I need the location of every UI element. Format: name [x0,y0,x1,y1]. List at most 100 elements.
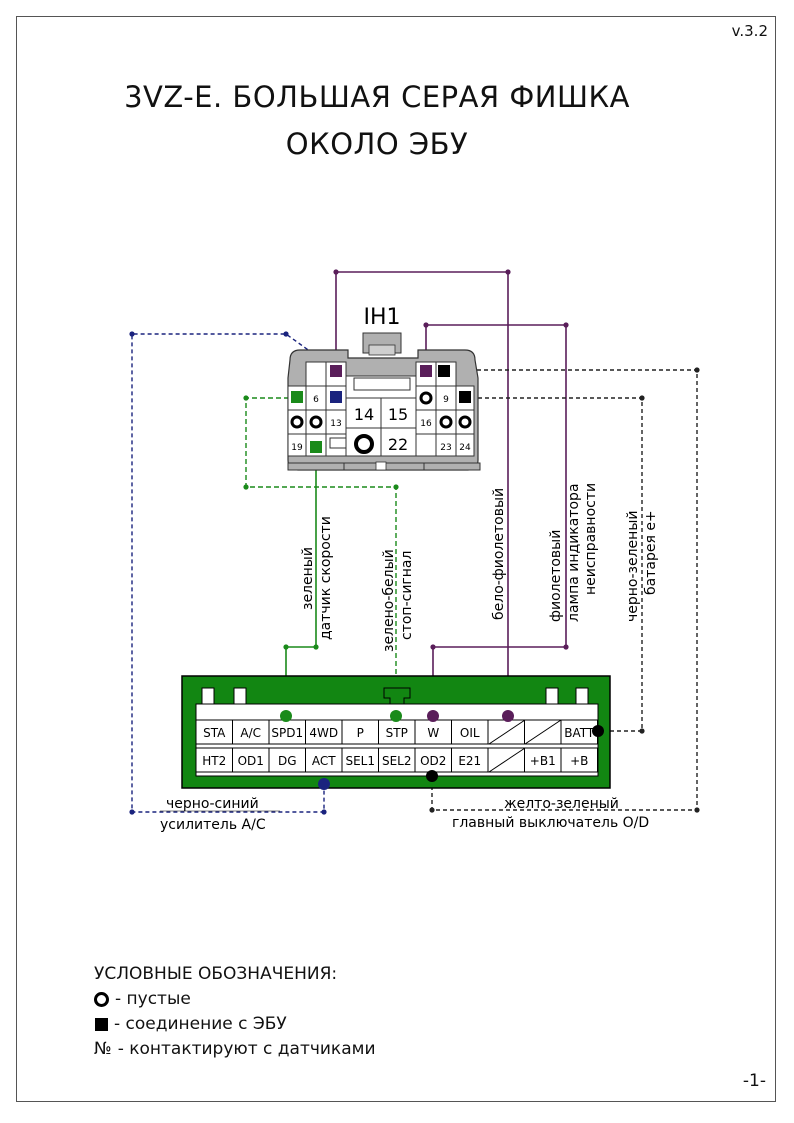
wire-node [563,322,569,328]
wire-node [639,728,645,734]
connector-ih1: IH1 [287,305,481,471]
ecu-pin-label: HT2 [202,754,226,768]
label-green-function: датчик скорости [318,516,334,640]
label-yellow-green-color: желто-зеленый [504,796,619,812]
wire-node [243,395,249,401]
label-green-white-function: стоп-сигнал [399,551,415,640]
pin-num: 15 [388,405,408,424]
ecu-pin-label: +B1 [530,754,556,768]
pin-empty [309,415,323,429]
ecu-dot-spd1 [280,710,292,722]
label-black-green-function: батарея e+ [643,510,659,595]
ecu-pin-cell [341,719,379,745]
label-green-color: зеленый [300,547,316,610]
pin-green-upper [291,391,303,403]
label-yellow-green-function: главный выключатель O/D [452,815,649,831]
page-title-line2: ОКОЛО ЭБУ [285,127,469,161]
ecu-pin-label: E21 [458,754,481,768]
page-frame [16,16,776,1102]
ecu-pin-label: P [357,726,364,740]
label-violet-function1: лампа индикатора [566,483,582,622]
wire-node [283,331,289,337]
ecu-pin-label: SEL2 [382,754,412,768]
pin-num: 14 [354,405,374,424]
pin-num: 24 [459,443,471,453]
ecu-pin-label: SPD1 [271,726,303,740]
pin-navy [330,391,342,403]
ecu-pin-label: SEL1 [345,754,375,768]
wire-node [639,395,645,401]
label-green-white-color: зелено-белый [381,549,397,652]
ecu-pin-label: W [427,726,439,740]
ecu-pin-cell [378,747,416,773]
pin-num: 16 [420,419,432,429]
version-label: v.3.2 [731,22,768,40]
legend-ecu: - соединение с ЭБУ [114,1014,287,1034]
legend-sensors-symbol: № [94,1039,112,1059]
wire-node [283,644,289,650]
wire-black-blue [131,333,337,813]
pin-num: 19 [291,443,303,453]
ecu-pin-label: A/C [240,726,261,740]
pin-empty [419,391,433,405]
legend-sensors: - контактируют с датчиками [117,1039,376,1059]
ecu-dot-stp [390,710,402,722]
pin-empty [458,415,472,429]
label-violet-function2: неисправности [583,483,599,595]
label-white-violet-color: бело-фиолетовый [491,488,507,620]
ecu-pin-label: ACT [312,754,336,768]
ecu-pin-label: OD2 [420,754,446,768]
pin-empty-22 [354,434,374,454]
square-icon [95,1018,108,1031]
wire-node [563,644,569,650]
pin-violet-left [330,365,342,377]
ecu-dot-batt [592,725,604,737]
wire-node [505,269,511,275]
label-black-blue-color: черно-синий [166,796,259,812]
wire-node [129,809,135,815]
ecu-pin-cell [268,747,306,773]
ecu-dot-act [318,778,330,790]
wire-node [313,644,319,650]
pin-black-top [438,365,450,377]
ecu-pin-cell [560,747,598,773]
ecu-pin-cell [414,747,452,773]
wire-node [694,807,700,813]
pin-black-nine [459,391,471,403]
wire-node [321,809,327,815]
ecu-pin-label: +B [570,754,588,768]
pin-empty [439,415,453,429]
wire-node [129,331,135,337]
ecu-pin-label: DG [278,754,297,768]
ecu-pin-label: OIL [460,726,480,740]
label-black-blue-function: усилитель A/C [160,817,266,833]
wire-labels: зеленый датчик скорости зелено-белый сто… [300,483,659,652]
ecu-dot-od2 [426,770,438,782]
ecu-dot-w [427,710,439,722]
ecu-pin-label: STP [386,726,408,740]
pin-num: 22 [388,435,408,454]
ecu-pin-cell [451,747,489,773]
page-title-line1: 3VZ-E. БОЛЬШАЯ СЕРАЯ ФИШКА [124,80,630,114]
pin-num: 6 [313,395,319,405]
wire-node [243,484,249,490]
label-black-green-color: черно-зеленый [625,511,641,622]
wire-node [333,269,339,275]
wire-node [694,367,700,373]
wire-violet [425,324,567,716]
pin-green-lower [310,441,322,453]
connector-name: IH1 [363,305,400,330]
wire-node [393,484,399,490]
ecu-pin-cell [305,747,343,773]
ecu-pin-cell [305,719,343,745]
wire-black-green [464,397,643,732]
pin-num: 23 [440,443,451,453]
ring-icon [94,992,109,1007]
ecu-pin-label: OD1 [238,754,264,768]
ecu-pin-label: STA [203,726,226,740]
ecu-pin-cell [560,719,598,745]
ecu-pin-label: 4WD [309,726,338,740]
legend-title: УСЛОВНЫЕ ОБОЗНАЧЕНИЯ: [94,964,338,984]
ecu-pin-cell [341,747,379,773]
